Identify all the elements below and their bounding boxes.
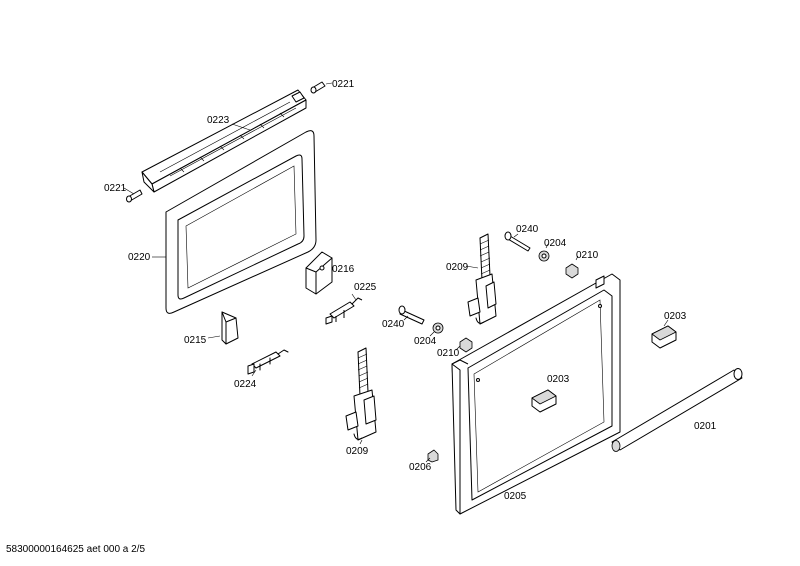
label-0240-mid: 0240 <box>382 319 405 330</box>
pin-0221-left <box>126 189 143 203</box>
label-0204-mid: 0204 <box>414 336 437 347</box>
hinge-plate-0225 <box>325 297 363 325</box>
bracket-0215 <box>221 311 239 345</box>
handle-bracket-0203-door <box>531 389 557 413</box>
washer-0204-top <box>538 250 550 262</box>
glass-panel-0220 <box>165 130 317 314</box>
label-0210-top: 0210 <box>576 250 599 261</box>
label-0201: 0201 <box>694 421 717 432</box>
label-0203-right: 0203 <box>664 311 687 322</box>
handle-bar-0201 <box>611 368 743 452</box>
handle-bracket-0203-right <box>651 325 677 349</box>
label-0204-top: 0204 <box>544 238 567 249</box>
screw-0240-top <box>504 231 531 252</box>
screw-0240-mid <box>398 305 425 325</box>
pin-0221-top <box>310 81 326 94</box>
washer-0204-mid <box>432 322 444 334</box>
trim-strip-0223 <box>141 89 307 193</box>
label-0209-top: 0209 <box>446 262 469 273</box>
label-0205: 0205 <box>504 491 527 502</box>
label-0225: 0225 <box>354 282 377 293</box>
label-0206: 0206 <box>409 462 432 473</box>
label-0221-left: 0221 <box>104 183 127 194</box>
drawing-reference-number: 58300000164625 aet 000 a 2/5 <box>6 544 146 555</box>
label-0203-door: 0203 <box>547 374 570 385</box>
label-0221-top: 0221 <box>332 79 355 90</box>
label-0209-bottom: 0209 <box>346 446 369 457</box>
label-0240-top: 0240 <box>516 224 539 235</box>
nut-0210-mid <box>459 337 473 353</box>
label-0220: 0220 <box>128 252 151 263</box>
hinge-0209-top <box>467 233 497 325</box>
nut-0210-top <box>565 263 579 279</box>
bracket-0216 <box>305 251 333 295</box>
label-0210-mid: 0210 <box>437 348 460 359</box>
clip-0206 <box>427 449 439 463</box>
hinge-0209-bottom <box>345 347 377 441</box>
label-0216: 0216 <box>332 264 355 275</box>
hinge-plate-0224 <box>247 349 289 375</box>
label-0224: 0224 <box>234 379 257 390</box>
outer-door-glass-0205 <box>451 273 621 515</box>
label-0215: 0215 <box>184 335 207 346</box>
label-0223: 0223 <box>207 115 230 126</box>
